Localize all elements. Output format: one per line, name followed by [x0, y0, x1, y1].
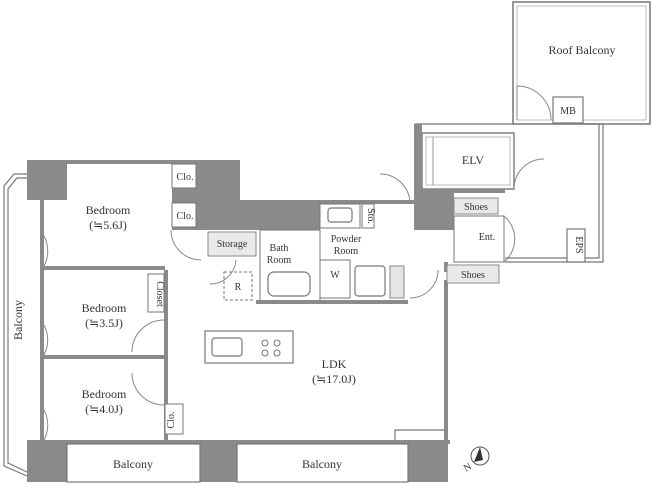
bottom-balconies	[66, 443, 409, 483]
doors	[43, 173, 439, 441]
r-label: R	[235, 282, 242, 293]
mb-box	[552, 96, 584, 124]
elv-label: ELV	[462, 153, 485, 167]
powder-label: Powder	[331, 234, 362, 245]
left-balcony	[3, 173, 28, 477]
roof-balcony	[512, 1, 651, 125]
clo3-label: Clo.	[166, 412, 177, 429]
clo1-label: Clo.	[177, 172, 194, 183]
ldk-size: (≒17.0J)	[312, 372, 356, 386]
bedroom3-label: Bedroom	[82, 387, 127, 401]
closets	[147, 163, 197, 435]
powder-room-label: Room	[334, 246, 359, 257]
balcony-bottom1-label: Balcony	[113, 457, 153, 471]
ldk-label: LDK	[322, 357, 347, 371]
clo2-label: Clo.	[177, 211, 194, 222]
eps-box	[566, 228, 586, 263]
bath-label: Bath	[270, 243, 289, 254]
bedroom3-size: (≒4.0J)	[85, 402, 123, 416]
elv-wing	[415, 123, 604, 263]
bedroom1-size: (≒5.6J)	[89, 218, 127, 232]
wet-area	[207, 203, 408, 304]
balcony-bottom2-label: Balcony	[302, 457, 342, 471]
ent-label: Ent.	[479, 232, 495, 243]
bath-room-label: Room	[267, 255, 292, 266]
w-label: W	[330, 270, 340, 281]
compass-label: N	[462, 461, 474, 474]
ldk-outline	[394, 429, 444, 440]
bedroom1-label: Bedroom	[86, 203, 131, 217]
bedroom2-label: Bedroom	[82, 301, 127, 315]
balcony-left-label: Balcony	[11, 300, 25, 340]
mb-label: MB	[560, 106, 576, 117]
shoes2-label: Shoes	[461, 270, 485, 281]
roof-balcony-label: Roof Balcony	[549, 43, 616, 57]
bedroom2-size: (≒3.5J)	[85, 316, 123, 330]
walls	[27, 124, 505, 482]
sto-label: Sto.	[365, 208, 376, 224]
shoes1-label: Shoes	[464, 202, 488, 213]
eps-label: EPS	[573, 236, 584, 253]
labels: Roof Balcony MB ELV Bedroom (≒5.6J) Bedr…	[11, 43, 616, 471]
storage-label: Storage	[217, 239, 248, 250]
closet-label: Closet	[154, 281, 165, 307]
kitchen-island	[204, 330, 294, 364]
entrance	[446, 197, 516, 284]
compass-icon: N	[462, 446, 490, 474]
